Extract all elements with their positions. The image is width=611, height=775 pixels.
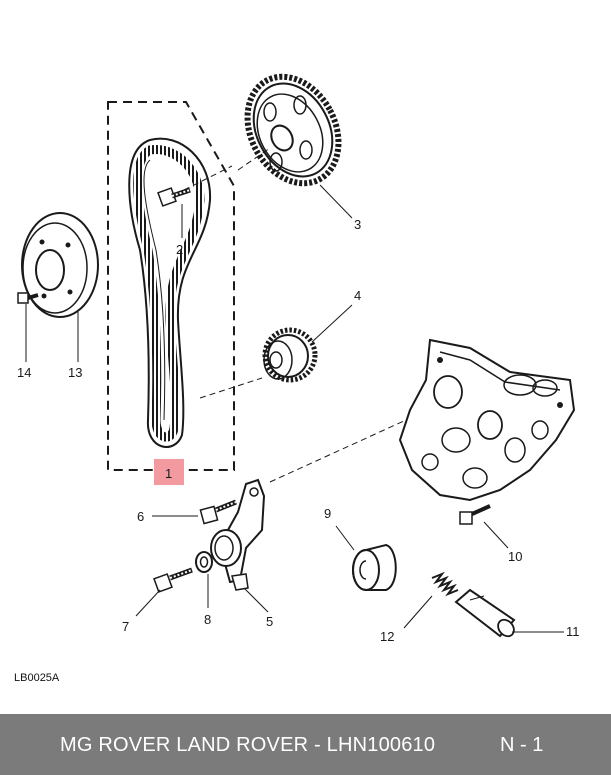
housing-bolt [459, 504, 491, 525]
callout-1: 1 [165, 466, 172, 481]
engine-housing [269, 338, 576, 502]
callout-7: 7 [122, 619, 129, 634]
callout-10: 10 [508, 549, 522, 564]
callout-11: 11 [566, 624, 580, 639]
idler-pulley [199, 327, 318, 399]
callout-highlight-1 [154, 459, 184, 485]
tensioner-spring [431, 571, 459, 597]
belt-tensioner [210, 478, 266, 591]
callout-12: 12 [380, 629, 394, 644]
callout-14: 14 [17, 365, 31, 380]
crank-bolt [17, 292, 39, 304]
drawing-reference-code: LB0025A [14, 672, 60, 684]
belt-kit-boundary [107, 101, 235, 471]
timing-belt [128, 137, 212, 448]
callout-8: 8 [204, 612, 211, 627]
crankshaft-pulley [21, 212, 99, 318]
callout-6: 6 [137, 509, 144, 524]
tensioner-plunger [454, 588, 516, 638]
footer-page-indicator: N - 1 [500, 734, 544, 756]
tensioner-bolt-upper [199, 499, 237, 525]
callout-5: 5 [266, 614, 273, 629]
bearing [352, 543, 397, 591]
footer-part-title: MG ROVER LAND ROVER - LHN100610 [60, 734, 436, 756]
callout-13: 13 [68, 365, 82, 380]
callout-9: 9 [324, 506, 331, 521]
callout-3: 3 [354, 217, 361, 232]
callout-2: 2 [176, 242, 183, 257]
camshaft-pulley [237, 73, 342, 187]
callout-4: 4 [354, 288, 361, 303]
leader-lines [25, 184, 564, 633]
parts-diagram: 1 2 3 4 5 6 7 8 9 10 11 12 13 14 [17, 73, 580, 644]
pulley-bolt [157, 165, 233, 207]
washer [195, 551, 213, 573]
footer-bar: MG ROVER LAND ROVER - LHN100610 N - 1 [0, 714, 611, 775]
tensioner-bolt-lower [153, 567, 193, 593]
